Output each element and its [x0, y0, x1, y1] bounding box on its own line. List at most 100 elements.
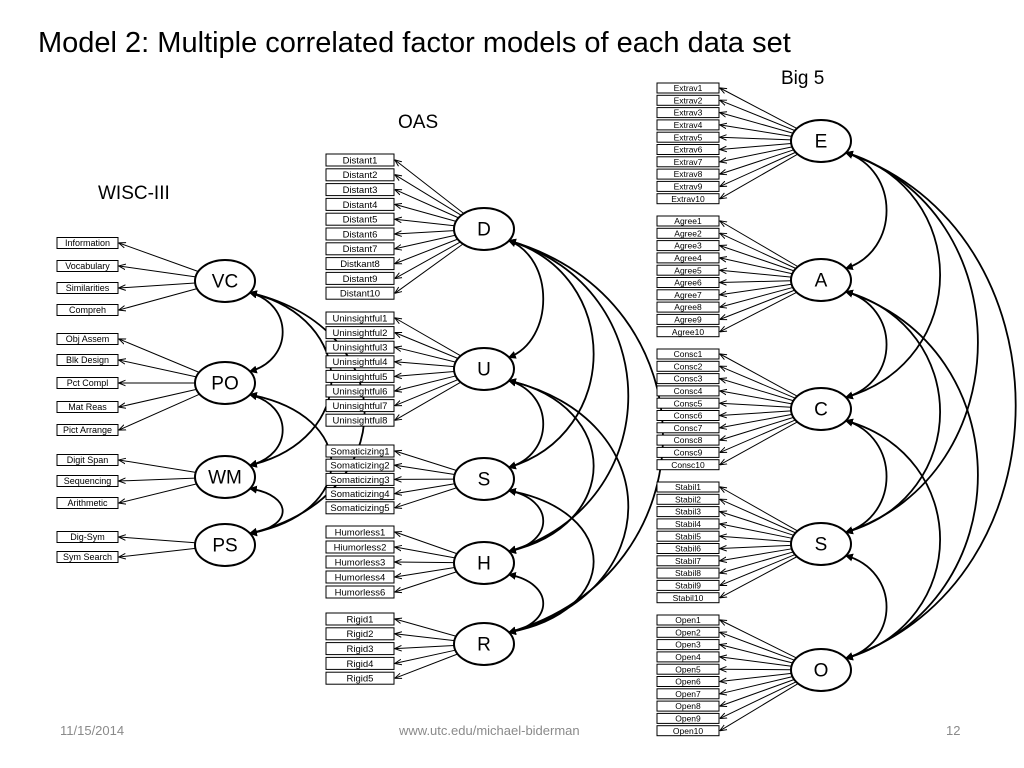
- big5-loading-arrow: [720, 681, 797, 719]
- oas-correlation-arc: [507, 488, 545, 554]
- oas-correlation-arc: [507, 378, 595, 554]
- oas-indicator-box: [325, 340, 395, 354]
- oas-indicator-label-uninsightful7: Uninsightful7: [333, 401, 388, 412]
- big5-title: Big 5: [781, 68, 825, 89]
- wisc-loading-arrow: [119, 478, 196, 481]
- oas-indicator-label-rigid3: Rigid3: [347, 644, 374, 655]
- oas-indicator-label-uninsightful6: Uninsightful6: [333, 386, 388, 397]
- oas-indicator-box: [325, 671, 395, 685]
- big5-correlations: [844, 150, 1017, 661]
- big5-indicator-label-open8: Open8: [675, 701, 701, 711]
- wisc-loading-arrow: [119, 243, 199, 272]
- wisc-indicator-label-obj-assem: Obj Assem: [66, 334, 110, 344]
- wisc-loading-arrow: [119, 282, 196, 288]
- big5-loading-arrow: [720, 421, 798, 465]
- big5-loading-arrow: [720, 270, 792, 278]
- oas-indicator-box: [325, 570, 395, 584]
- wisc-factor-label-wm: WM: [208, 468, 242, 489]
- oas-factor-h: [453, 541, 515, 585]
- big5-factor-a: [790, 258, 852, 302]
- big5-indicator-box: [656, 385, 720, 397]
- footer-url: www.utc.edu/michael-biderman: [399, 723, 580, 738]
- big5-indicator-label-agree3: Agree3: [674, 241, 702, 251]
- oas-loading-arrow: [395, 204, 457, 222]
- big5-indicator-box: [656, 725, 720, 737]
- big5-loading-arrow: [720, 379, 794, 402]
- big5-indicator-box: [656, 289, 720, 301]
- big5-loading-arrow: [720, 289, 795, 319]
- wisc-factor-wm: [194, 455, 256, 499]
- oas-factor-d: [453, 207, 515, 251]
- oas-indicator-box: [325, 413, 395, 427]
- big5-indicator-label-agree4: Agree4: [674, 253, 702, 263]
- big5-indicator-box: [656, 94, 720, 106]
- big5-correlation-arc: [844, 289, 888, 400]
- oas-loading-arrow: [395, 619, 457, 637]
- big5-loading-arrow: [720, 88, 798, 129]
- oas-indicator-label-rigid2: Rigid2: [347, 629, 374, 640]
- big5-indicator-box: [656, 567, 720, 579]
- big5-indicator-label-extrav9: Extrav9: [674, 181, 703, 191]
- big5-loading-arrow: [720, 413, 793, 427]
- oas-indicator-label-humorless4: Humorless4: [335, 572, 386, 583]
- oas-loading-arrow: [395, 230, 455, 234]
- wisc-indicator-box: [56, 354, 119, 366]
- oas-correlation-arc: [507, 487, 595, 636]
- wisc-indicator-box: [56, 424, 119, 436]
- big5-indicator-label-agree2: Agree2: [674, 228, 702, 238]
- big5-factor-label-s: S: [815, 535, 828, 556]
- wisc-indicator-label-arithmetic: Arithmetic: [67, 498, 108, 508]
- wisc-indicator-label-similarities: Similarities: [66, 283, 110, 293]
- big5-loading-arrow: [720, 354, 798, 397]
- big5-correlation-arc: [844, 150, 941, 400]
- oas-indicator-label-distant6: Distant6: [343, 229, 378, 240]
- big5-indicator-box: [656, 156, 720, 168]
- big5-model: Extrav1Extrav2Extrav3Extrav4Extrav5Extra…: [656, 82, 1017, 737]
- wisc-indicator-box: [56, 260, 119, 272]
- big5-indicator-label-extrav3: Extrav3: [674, 108, 703, 118]
- big5-factor-o: [790, 648, 852, 692]
- big5-indicator-box: [656, 252, 720, 264]
- oas-loadings: [395, 160, 465, 678]
- oas-correlation-arc: [507, 378, 544, 470]
- oas-indicator-label-distant2: Distant2: [343, 170, 378, 181]
- oas-correlations: [507, 238, 664, 636]
- big5-indicator-box: [656, 555, 720, 567]
- big5-loading-arrow: [720, 142, 792, 149]
- big5-indicator-box: [656, 397, 720, 409]
- big5-loading-arrow: [720, 153, 798, 199]
- oas-indicator-label-somaticizing2: Somaticizing2: [330, 461, 389, 472]
- big5-indicator-box: [656, 277, 720, 288]
- big5-indicator-box: [656, 481, 720, 493]
- oas-loading-arrow: [395, 160, 465, 214]
- big5-loading-arrow: [720, 645, 793, 664]
- oas-indicator-box: [325, 525, 395, 539]
- big5-loading-arrow: [720, 554, 796, 586]
- big5-indicator-label-agree6: Agree6: [674, 278, 702, 288]
- wisc-correlation-arc: [248, 391, 333, 537]
- wisc-loading-arrow: [119, 393, 200, 430]
- big5-correlation-arc: [844, 418, 888, 535]
- oas-indicator-box: [325, 242, 395, 256]
- big5-loading-arrow: [720, 149, 794, 174]
- wisc-indicator-label-pict-arrange: Pict Arrange: [63, 425, 112, 435]
- oas-loading-arrow: [395, 333, 459, 359]
- big5-factor-label-o: O: [814, 661, 829, 682]
- oas-nodes: Distant1Distant2Distant3Distant4Distant5…: [325, 153, 515, 685]
- oas-indicator-box: [325, 555, 395, 569]
- oas-indicator-box: [325, 444, 395, 458]
- wisc-indicator-box: [56, 475, 119, 487]
- big5-loading-arrow: [720, 536, 792, 543]
- big5-loading-arrow: [720, 113, 794, 134]
- oas-indicator-label-somaticizing5: Somaticizing5: [330, 503, 389, 514]
- big5-indicator-label-stabil5: Stabil5: [675, 531, 701, 541]
- big5-indicator-box: [656, 530, 720, 542]
- big5-indicator-box: [656, 506, 720, 518]
- big5-indicator-label-stabil10: Stabil10: [673, 593, 704, 603]
- oas-loading-arrow: [395, 362, 455, 368]
- big5-loading-arrow: [720, 151, 796, 186]
- oas-loading-arrow: [395, 483, 455, 494]
- oas-indicator-box: [325, 153, 395, 167]
- oas-loading-arrow: [395, 238, 458, 263]
- oas-factor-r: [453, 622, 515, 666]
